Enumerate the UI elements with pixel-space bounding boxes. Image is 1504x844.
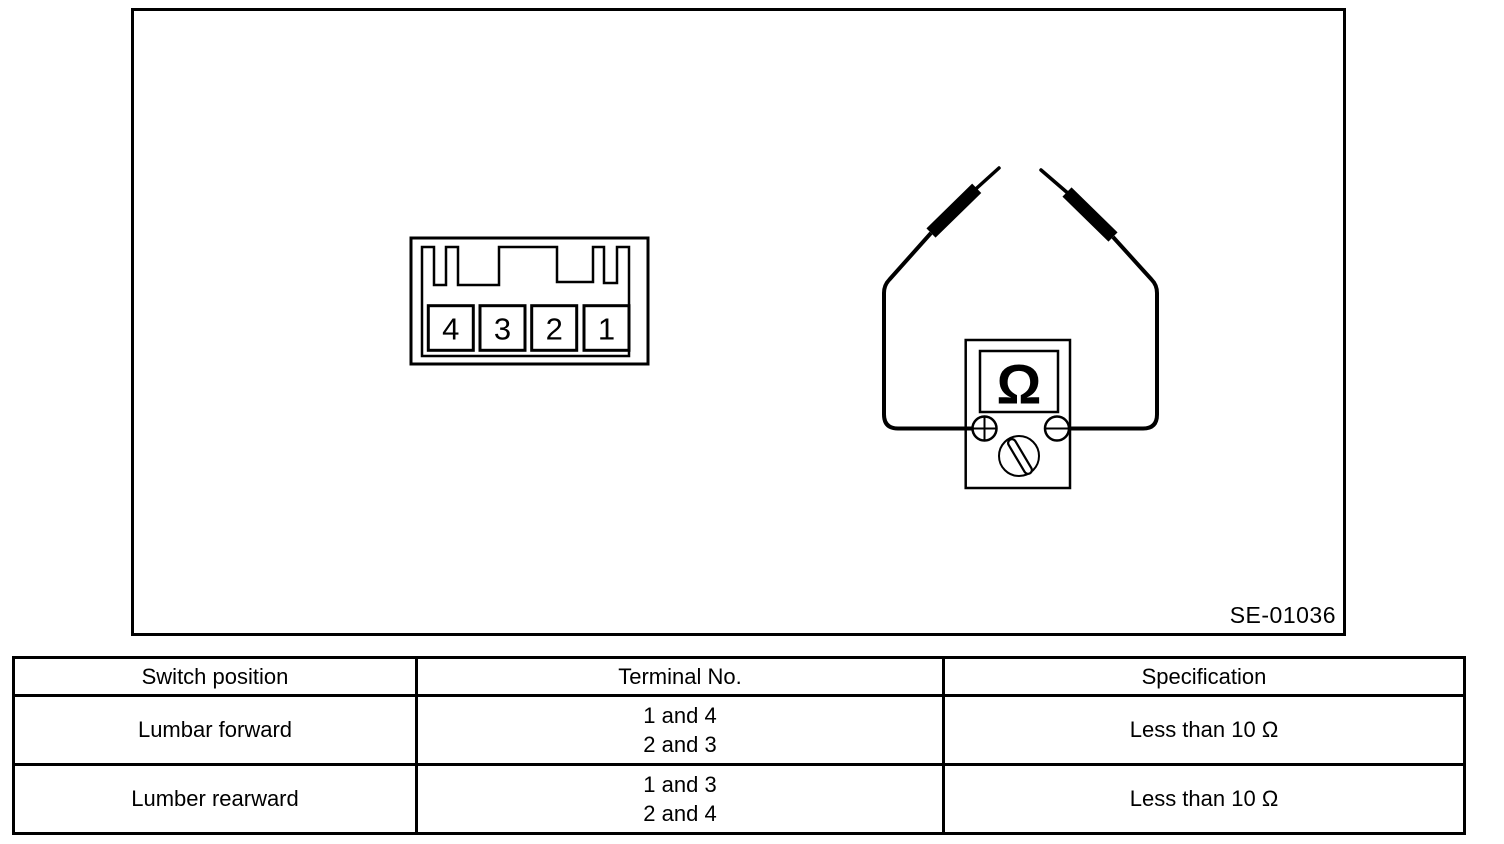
switch-position-cell: Lumber rearward [12,763,418,835]
terminal-no-cell: 1 and 4 2 and 3 [415,694,945,766]
table-row-lumber-rearward: Lumber rearward 1 and 3 2 and 4 Less tha… [12,763,1466,835]
test-probe-right-tip [1039,168,1072,197]
terminal-number: 3 [494,312,511,347]
terminal-pair: 1 and 4 [643,703,717,728]
header-row: Switch position Terminal No. Specificati… [12,656,1466,697]
test-probe-right-body [1062,187,1118,242]
negative-terminal-icon [1043,415,1071,442]
figure-code-label: SE-01036 [1229,602,1336,628]
terminal-number: 1 [598,312,615,347]
test-probe-left-tip [971,166,1001,194]
test-lead-right-wire [1066,235,1159,431]
positive-terminal-icon [971,415,998,442]
connector-keying-profile [420,245,631,358]
terminal-no-cell: 1 and 3 2 and 4 [415,763,945,835]
test-lead-left-wire [882,231,974,431]
test-probe-left-body [926,183,982,238]
figure-frame: 4 3 2 1 [131,8,1346,636]
connector-diagram: 4 3 2 1 [409,236,650,366]
terminal-cavity-2: 2 [530,304,579,352]
terminal-cavity-3: 3 [478,304,527,352]
switch-position-cell: Lumbar forward [12,694,418,766]
specification-cell: Less than 10 Ω [942,694,1466,766]
terminal-pair: 2 and 4 [643,801,717,826]
meter-display [978,349,1060,414]
terminal-cavity-4: 4 [426,304,475,352]
table-row-lumbar-forward: Lumbar forward 1 and 4 2 and 3 Less than… [12,694,1466,766]
specification-table: Switch position Terminal No. Specificati… [12,656,1466,835]
terminal-cavity-1: 1 [582,304,631,352]
col-header-specification: Specification [942,656,1466,697]
terminal-number: 4 [442,312,459,347]
col-header-terminal-no: Terminal No. [415,656,945,697]
terminal-pair: 2 and 3 [643,732,717,757]
terminal-number: 2 [546,312,563,347]
ohm-symbol: Ω [997,353,1042,416]
ohmmeter-diagram: Ω [882,166,1159,490]
rotary-dial [998,435,1040,477]
col-header-switch-position: Switch position [12,656,418,697]
specification-cell: Less than 10 Ω [942,763,1466,835]
terminal-pair: 1 and 3 [643,772,717,797]
